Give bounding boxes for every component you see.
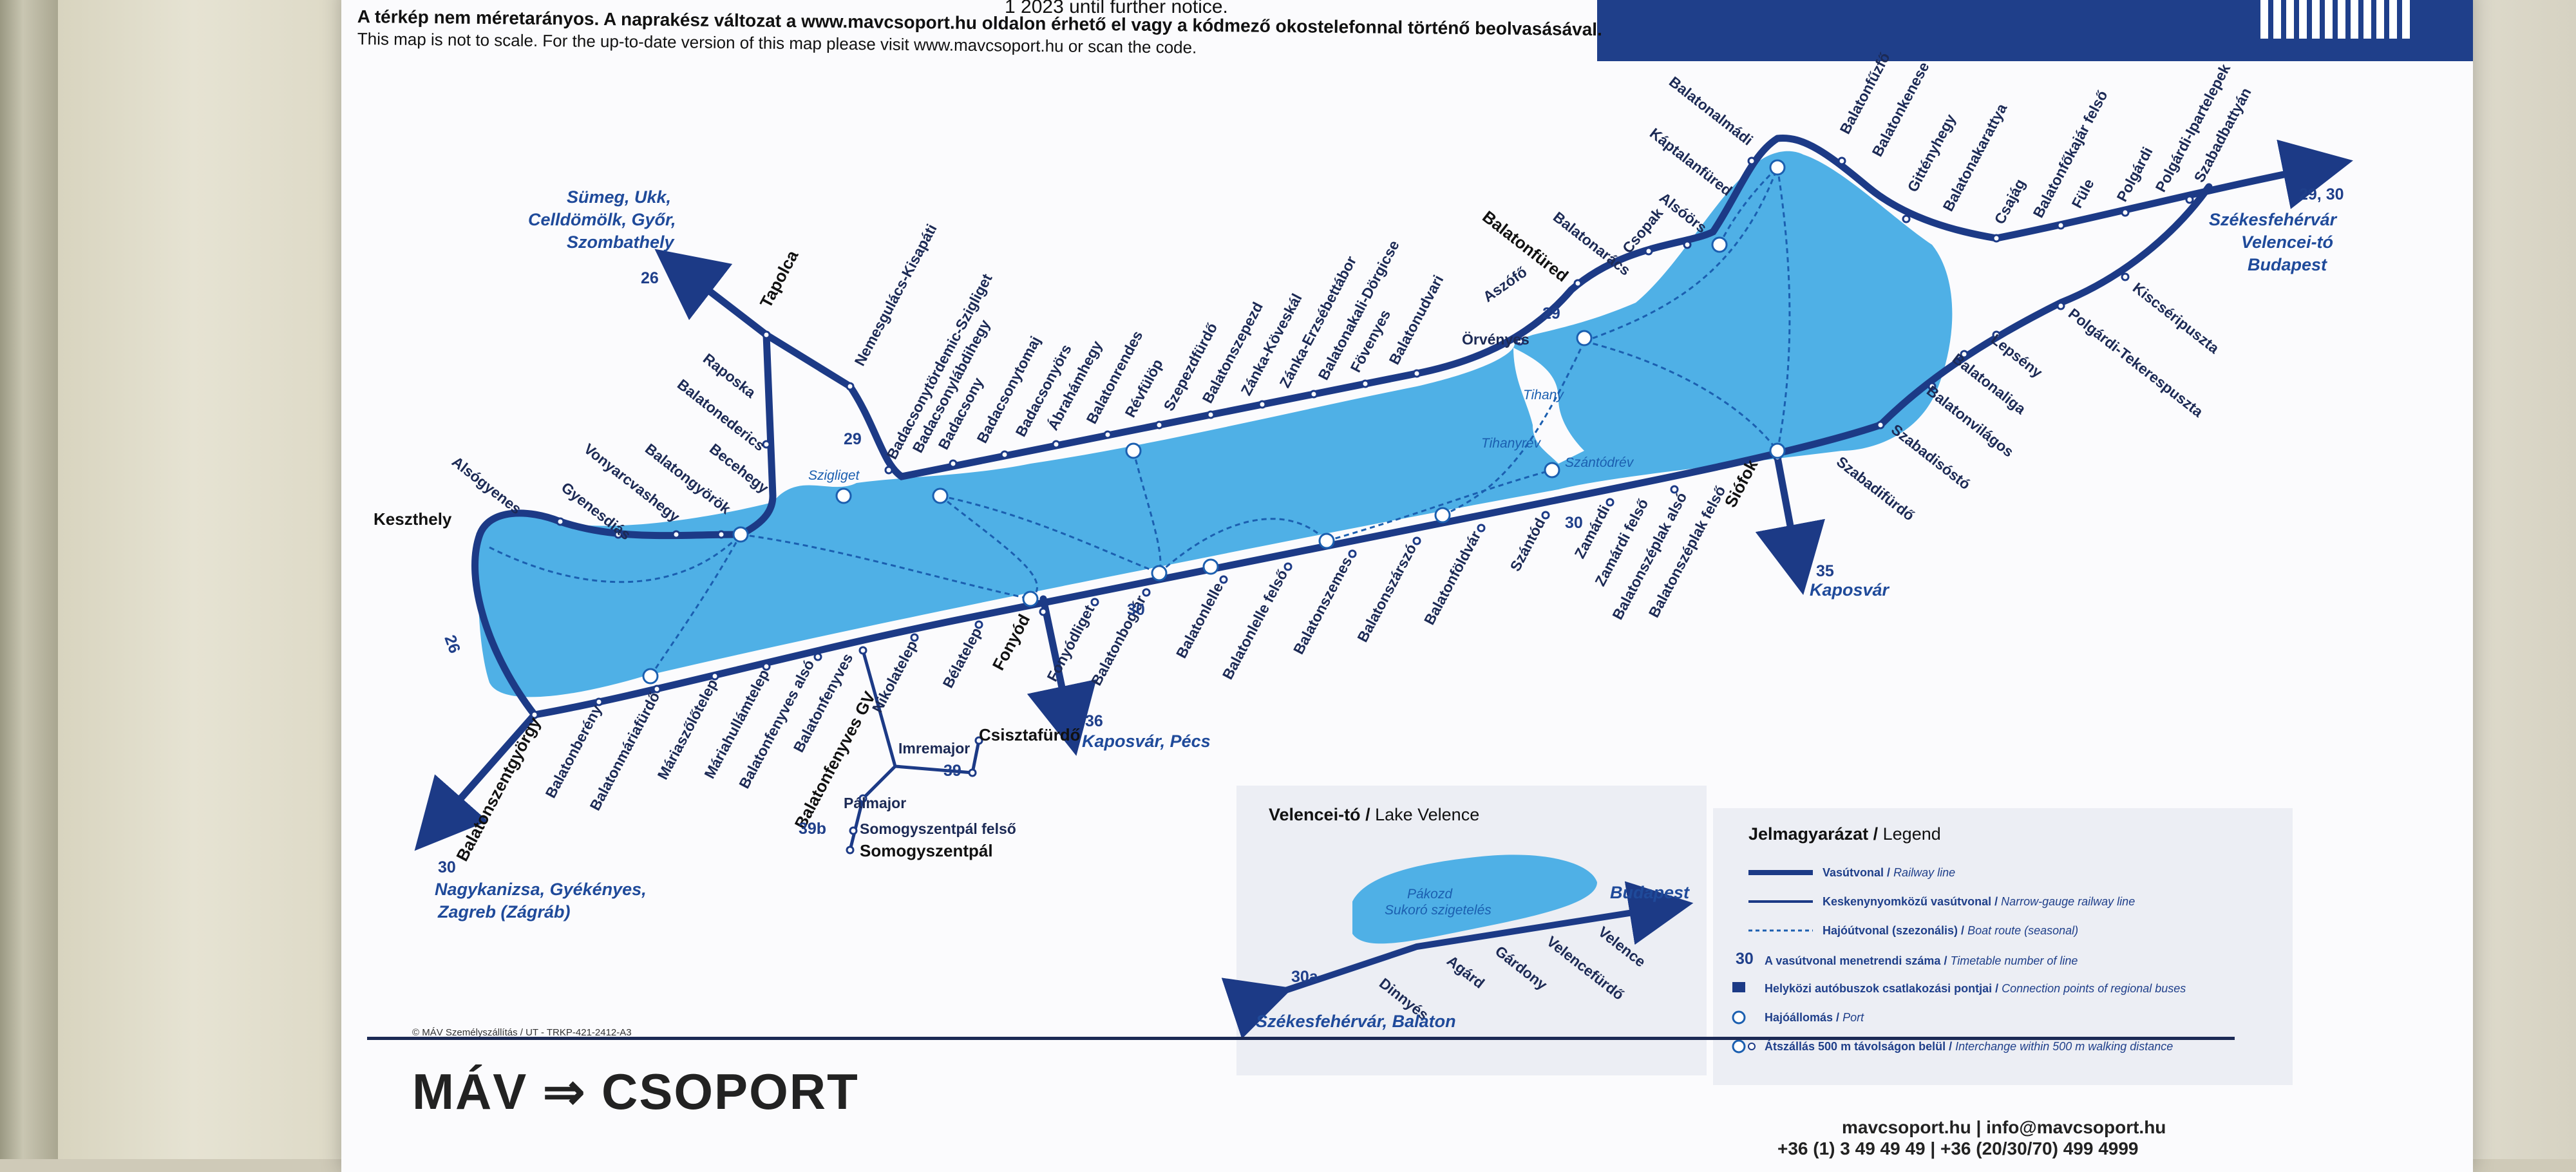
inset-title-en: Lake Velence [1375,805,1480,824]
station-nikolatelep: Nikolatelep [869,638,921,715]
dest-nw-line3: Szombathely [567,232,676,252]
station-szabadisosto: Szabadisóstó [1888,421,1974,493]
map-credit: © MÁV Személyszállítás / UT - TRKP-421-2… [412,1027,632,1038]
line-num-sw: 30 [438,858,456,876]
dest-ne-line2: Velencei-tó [2241,232,2333,252]
footer-phone: +36 (1) 3 49 49 49 | +36 (20/30/70) 499 … [1777,1139,2139,1158]
station-balatonalmadi: Balatonalmádi [1666,73,1756,148]
line-num-ng2: 39b [799,820,826,838]
dest-nw-line1: Sümeg, Ukk, [567,187,671,207]
legend-item-interchange: Átszállás 500 m távolságon belül / Inter… [1765,1040,2174,1053]
station-alsoors: Alsóörs [1656,189,1710,236]
boat-routes [489,166,1791,677]
legend-item-boat-route: Hajóútvonal (szezonális) / Boat route (s… [1823,924,2079,937]
station-tapolca: Tapolca [756,247,802,311]
station-fule: Füle [2068,176,2097,211]
footer-divider [367,1037,2235,1040]
dest-nw-line2: Celldömölk, Győr, [528,210,676,229]
notice-fragment: 1 2023 until further notice. [1005,0,1228,17]
legend-title: Jelmagyarázat / Legend [1748,824,1941,844]
line-num-fonyod: 36 [1085,712,1103,730]
station-kaptalanfured: Káptalanfüred [1647,124,1736,199]
legend-item-timetable-number: A vasútvonal menetrendi száma / Timetabl… [1765,954,2078,967]
station-kiscseripuszta: Kiscséripuszta [2130,279,2222,357]
station-orvenyes: Örvényes [1462,331,1530,348]
station-badacsonytomaj: Badacsonytomaj [973,334,1043,446]
station-csajag: Csajág [1991,176,2028,227]
port-markers [642,159,1786,685]
station-fonyod: Fonyód [989,611,1034,674]
port-labels: Szigliget Tihany Tihanyrév Szántódrév [808,388,1634,483]
line-num-nw: 26 [641,269,659,287]
station-gittenyhegy: Gittényhegy [1904,111,1958,195]
station-balatonudvari: Balatonudvari [1385,272,1446,368]
station-balatonszarszo: Balatonszárszó [1354,541,1419,645]
legend-item-port: Hajóállomás / Port [1765,1011,1864,1024]
station-alsogyenes: Alsógyenes [449,453,525,517]
line-num-tapolca: 29 [844,430,862,448]
station-raposka: Raposka [700,350,759,401]
inset-title-hu: Velencei-tó [1269,805,1361,824]
port-szantodrev: Szántódrév [1565,455,1634,470]
line-num-ng1: 39 [943,762,961,780]
station-keszthely: Keszthely [374,509,452,529]
station-balatonfoldvar: Balatonföldvár [1421,528,1484,627]
station-belatelep: Bélatelep [939,625,985,691]
legend-title-en: Legend [1882,824,1941,844]
dest-sw-line2: Zagreb (Zágráb) [437,902,571,922]
dest-fonyod: Kaposvár, Pécs [1082,732,1211,751]
station-aszofo: Aszófő [1480,263,1530,305]
line-num-south-2: 30 [1565,514,1583,532]
port-tihany: Tihany [1523,388,1564,402]
qr-code [2260,0,2415,39]
legend-title-hu: Jelmagyarázat [1748,824,1869,844]
line-numbers: 26 29, 30 30 36 35 29 30 30 26 29 39 39b [438,185,2344,876]
station-balatonlelle: Balatonlelle [1173,580,1227,661]
footer-web[interactable]: mavcsoport.hu | info@mavcsoport.hu [1842,1117,2166,1137]
dest-ne-line1: Székesfehérvár [2209,210,2338,229]
tihany-peninsula [1513,348,1584,464]
narrow-gauge-labels: Imremajor Csisztafürdő Pálmajor Somogysz… [844,725,1080,860]
station-csisztafurdo: Csisztafürdő [979,725,1080,744]
station-imremajor: Imremajor [898,740,970,757]
station-lepseny: Lepsény [1988,330,2046,381]
line-num-north: 29 [1542,305,1560,323]
legend-item-narrow-gauge: Keskenynyomközű vasútvonal / Narrow-gaug… [1823,895,2136,908]
station-szabadifurdo: Szabadifürdő [1833,453,1918,524]
station-nemesgulacs: Nemesgulács-Kisapáti [851,221,940,368]
line-num-west: 26 [440,632,464,656]
station-somogyszentpal: Somogyszentpál [860,841,993,860]
line-num-south: 30 [1127,601,1145,619]
line-num-ne: 29, 30 [2299,185,2344,203]
port-szigliget: Szigliget [808,468,860,483]
legend-item-railway: Vasútvonal / Railway line [1823,866,1956,879]
station-balatonlelle-felso: Balatonlelle felső [1219,567,1291,682]
port-tihanyrev: Tihanyrév [1481,436,1542,451]
station-somogyszentpal-felso: Somogyszentpál felső [860,820,1016,837]
dest-sw-line1: Nagykanizsa, Gyékényes, [435,880,647,899]
station-balatonszemes: Balatonszemes [1290,554,1356,657]
destination-labels: Sümeg, Ukk, Celldömölk, Győr, Szombathel… [435,187,2338,922]
station-szantod: Szántód [1506,515,1548,574]
station-balatonbereny: Balatonberény [542,702,605,800]
lake-balaton [478,151,1953,697]
inset-lake-velence [1236,786,1707,1075]
legend-item-bus-connection: Helyközi autóbuszok csatlakozási pontjai… [1765,982,2186,995]
mav-csoport-logo: MÁV ⇒ CSOPORT [412,1063,859,1120]
station-polgardi: Polgárdi [2113,144,2155,204]
door-hinge [0,0,58,1159]
inset-title: Velencei-tó / Lake Velence [1269,805,1480,824]
line-num-siofok: 35 [1816,562,1834,580]
station-palmajor: Pálmajor [844,795,906,811]
station-dots [530,156,2194,855]
dest-ne-line3: Budapest [2248,255,2327,274]
dest-siofok: Kaposvár [1810,580,1890,600]
